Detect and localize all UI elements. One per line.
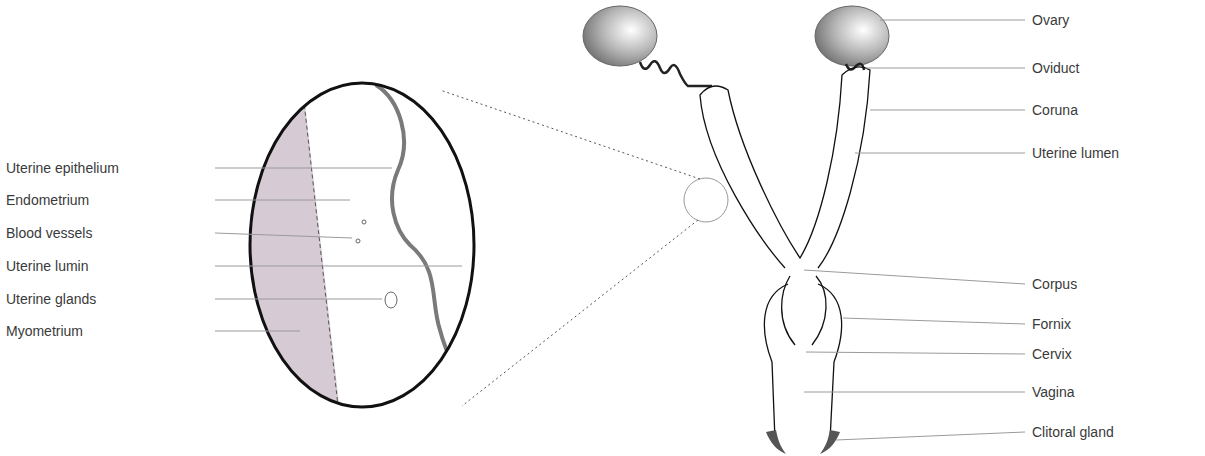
leader-line — [870, 110, 1025, 111]
clitoral-gland-shape — [820, 430, 840, 454]
leader-line — [215, 299, 382, 300]
part-label: Uterine lumen — [1032, 144, 1119, 162]
uterine-horns — [700, 67, 870, 268]
part-label: Ovary — [1032, 11, 1069, 29]
vagina-wall — [818, 284, 842, 440]
oviduct-tube — [640, 61, 712, 86]
leader-lines — [215, 20, 1025, 440]
leader-line — [215, 331, 300, 332]
leader-line — [804, 392, 1025, 393]
layer-boundary — [302, 84, 338, 406]
leader-line — [806, 352, 1025, 354]
part-label: Uterine lumin — [6, 257, 88, 275]
leader-line — [215, 266, 462, 267]
part-label: Coruna — [1032, 101, 1078, 119]
leader-line — [215, 168, 392, 169]
part-label: Uterine epithelium — [6, 159, 119, 177]
leader-line — [215, 200, 350, 201]
uterine-gland — [385, 292, 397, 308]
part-label: Myometrium — [6, 322, 83, 340]
clitoral-gland-shape — [766, 430, 786, 454]
leader-line — [843, 318, 1025, 324]
leader-line — [866, 68, 1025, 69]
blood-vessel — [362, 220, 366, 224]
uterine-epithelium — [376, 85, 464, 406]
part-label: Vagina — [1032, 383, 1075, 401]
part-label: Cervix — [1032, 345, 1072, 363]
blood-vessel — [356, 239, 360, 243]
part-label: Corpus — [1032, 275, 1077, 293]
part-label: Fornix — [1032, 315, 1071, 333]
myometrium-area — [230, 60, 342, 430]
zoom-circle — [250, 83, 474, 407]
zoom-marker — [684, 178, 728, 222]
part-label: Endometrium — [6, 191, 89, 209]
leader-line — [836, 432, 1025, 440]
leader-line — [880, 20, 1025, 21]
leader-line — [855, 153, 1025, 154]
part-label: Clitoral gland — [1032, 423, 1114, 441]
leader-line — [804, 270, 1025, 284]
part-label: Uterine glands — [6, 290, 96, 308]
vagina-wall — [764, 284, 788, 440]
zoom-guide — [462, 220, 698, 406]
leader-line — [215, 233, 352, 238]
zoom-guide — [440, 90, 700, 179]
part-label: Blood vessels — [6, 224, 92, 242]
part-label: Oviduct — [1032, 59, 1079, 77]
ovary-shape — [583, 6, 657, 66]
ovary-shape — [815, 6, 889, 66]
